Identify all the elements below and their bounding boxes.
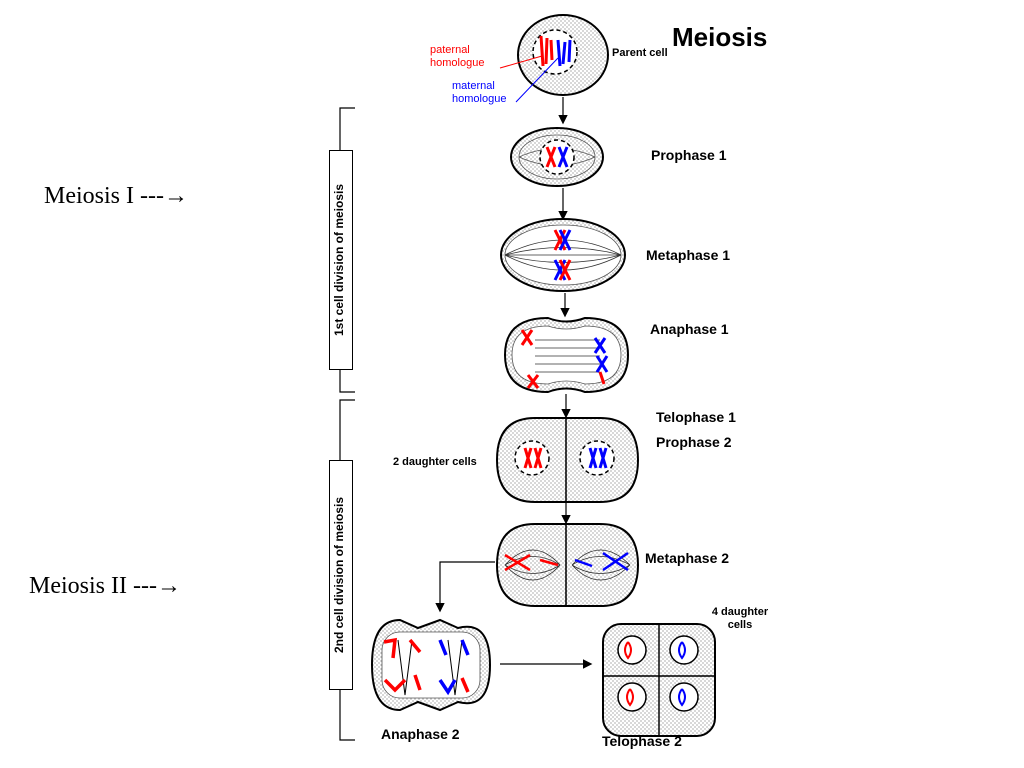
metaphase1-cell <box>500 218 626 292</box>
telophase1-cells <box>495 417 640 503</box>
paternal-homologue-label: paternal homologue <box>430 44 485 69</box>
telophase1-label: Telophase 1 <box>656 409 736 425</box>
anaphase2-cells <box>370 618 492 712</box>
meiosis1-side-label: Meiosis I ---→ <box>44 183 188 210</box>
meiosis2-side-label: Meiosis II ---→ <box>29 573 181 600</box>
telophase2-cells <box>602 623 716 737</box>
parent-cell-label: Parent cell <box>612 47 668 59</box>
diagram-title: Meiosis <box>672 22 768 52</box>
anaphase1-cell <box>503 316 630 394</box>
right-arrow-icon: → <box>163 183 188 209</box>
second-division-box <box>329 460 353 690</box>
first-division-label: 1st cell division of meiosis <box>332 183 346 337</box>
maternal-homologue-label: maternal homologue <box>452 80 507 105</box>
prophase2-label: Prophase 2 <box>656 434 732 450</box>
second-division-label: 2nd cell division of meiosis <box>332 496 346 654</box>
first-division-box <box>329 150 353 370</box>
meiosis1-text: Meiosis I --- <box>44 183 164 209</box>
telophase2-label: Telophase 2 <box>602 733 682 749</box>
parent-cell <box>517 14 609 96</box>
anaphase2-label: Anaphase 2 <box>381 726 460 742</box>
right-arrow-icon: → <box>156 573 181 599</box>
four-daughter-cells-label: 4 daughter cells <box>711 606 769 631</box>
two-daughter-cells-label: 2 daughter cells <box>393 456 477 468</box>
metaphase2-label: Metaphase 2 <box>645 550 730 566</box>
meiosis2-text: Meiosis II --- <box>29 573 157 599</box>
metaphase1-label: Metaphase 1 <box>646 247 731 263</box>
prophase1-label: Prophase 1 <box>651 147 727 163</box>
metaphase2-cells <box>495 523 640 607</box>
anaphase1-label: Anaphase 1 <box>650 321 729 337</box>
prophase1-cell <box>510 127 604 187</box>
